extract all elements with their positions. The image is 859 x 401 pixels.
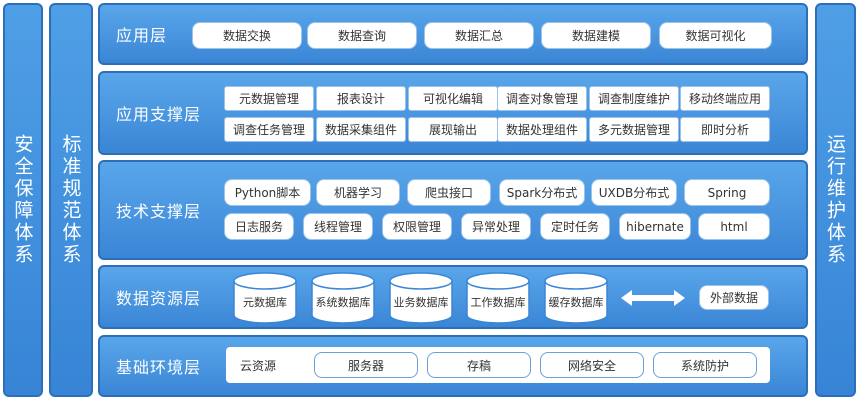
tech-support-item[interactable]: Spark分布式 [499,179,585,206]
database-cylinder: 缓存数据库 [544,272,608,324]
app-support-item[interactable]: 调查制度维护 [589,86,679,111]
app-support-item[interactable]: 报表设计 [316,86,406,111]
tech-support-layer: 技术支撑层 Python脚本 机器学习 爬虫接口 Spark分布式 UXDB分布… [98,160,808,260]
database-icon [233,272,297,324]
tech-support-item[interactable]: 定时任务 [540,213,610,240]
app-item[interactable]: 数据建模 [541,22,651,49]
infra-item[interactable]: 服务器 [314,352,418,378]
application-layer-title: 应用层 [116,26,168,45]
database-label: 工作数据库 [470,296,526,309]
tech-support-item[interactable]: 日志服务 [224,213,294,240]
database-icon [389,272,453,324]
data-resource-layer: 数据资源层 元数据库 系统数据库 业务数据库 工作数据库 缓存数 [98,265,808,329]
operations-system-label: 运行维护体系 [824,134,846,266]
infra-item[interactable]: 存稿 [427,352,531,378]
database-label: 缓存数据库 [548,296,604,309]
app-support-item[interactable]: 调查任务管理 [224,117,314,142]
app-item[interactable]: 数据汇总 [424,22,534,49]
tech-support-item[interactable]: hibernate [619,213,691,240]
tech-support-item[interactable]: 线程管理 [303,213,373,240]
app-support-item[interactable]: 移动终端应用 [680,86,770,111]
infrastructure-layer: 基础环境层 云资源 服务器 存稿 网络安全 系统防护 [98,335,808,397]
tech-support-item[interactable]: 机器学习 [316,179,400,206]
data-resource-layer-title: 数据资源层 [116,289,202,308]
database-label: 业务数据库 [393,296,449,309]
tech-support-item[interactable]: Spring [684,179,770,206]
tech-support-item[interactable]: 权限管理 [382,213,452,240]
database-cylinder: 业务数据库 [389,272,453,324]
tech-support-item[interactable]: 异常处理 [461,213,531,240]
database-icon [544,272,608,324]
infrastructure-layer-title: 基础环境层 [116,358,202,377]
app-support-item[interactable]: 数据处理组件 [497,117,587,142]
database-cylinder: 元数据库 [233,272,297,324]
tech-support-item[interactable]: 爬虫接口 [407,179,491,206]
database-icon [466,272,530,324]
database-cylinder: 系统数据库 [311,272,375,324]
security-system-panel: 安全保障体系 [3,3,43,397]
tech-support-layer-title: 技术支撑层 [116,202,202,221]
standards-system-label: 标准规范体系 [59,134,82,266]
database-cylinder: 工作数据库 [466,272,530,324]
application-layer: 应用层 数据交换 数据查询 数据汇总 数据建模 数据可视化 [98,3,808,65]
infra-item[interactable]: 网络安全 [540,352,644,378]
app-support-item[interactable]: 调查对象管理 [497,86,587,111]
app-support-item[interactable]: 展现输出 [408,117,498,142]
double-arrow-icon [621,290,685,306]
tech-support-item[interactable]: html [698,213,770,240]
app-support-item[interactable]: 数据采集组件 [316,117,406,142]
infra-item[interactable]: 云资源 [240,358,277,373]
external-data-chip[interactable]: 外部数据 [699,285,769,310]
app-item[interactable]: 数据交换 [192,22,302,49]
database-icon [311,272,375,324]
app-support-layer: 应用支撑层 元数据管理 报表设计 可视化编辑 调查对象管理 调查制度维护 移动终… [98,71,808,155]
operations-system-panel: 运行维护体系 [815,3,856,397]
security-system-label: 安全保障体系 [11,134,34,266]
app-item[interactable]: 数据可视化 [659,22,772,49]
app-support-item[interactable]: 元数据管理 [224,86,314,111]
infra-item[interactable]: 系统防护 [653,352,757,378]
app-support-layer-title: 应用支撑层 [116,105,202,124]
app-support-item[interactable]: 可视化编辑 [408,86,498,111]
tech-support-item[interactable]: Python脚本 [224,179,311,206]
app-support-item[interactable]: 即时分析 [680,117,770,142]
database-label: 元数据库 [243,296,287,309]
app-item[interactable]: 数据查询 [307,22,417,49]
database-label: 系统数据库 [315,296,371,309]
tech-support-item[interactable]: UXDB分布式 [591,179,677,206]
infrastructure-panel: 云资源 服务器 存稿 网络安全 系统防护 [226,347,770,383]
app-support-item[interactable]: 多元数据管理 [589,117,679,142]
standards-system-panel: 标准规范体系 [49,3,93,397]
